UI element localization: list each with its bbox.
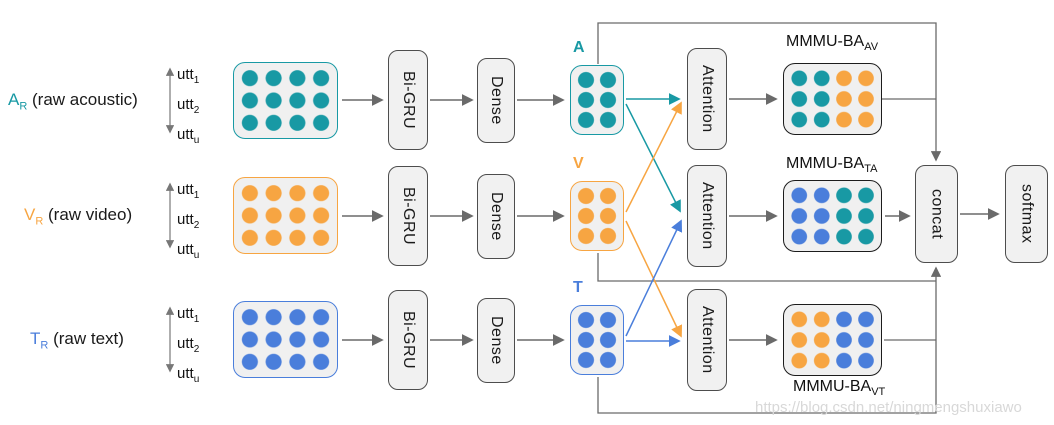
dense-box-video: Dense <box>477 174 515 259</box>
bigru-box-text: Bi-GRU <box>388 290 428 390</box>
feature-matrix-text <box>570 305 624 375</box>
dot-grid <box>788 309 877 371</box>
attention-box-ta: Attention <box>687 165 727 267</box>
attention-label: Attention <box>699 182 716 250</box>
dot-grid <box>238 67 333 134</box>
row-label-text: TR (raw text) <box>30 329 124 351</box>
fusion-matrix-av <box>783 63 882 135</box>
input-matrix-acoustic <box>233 62 338 139</box>
row-label-acoustic: AR (raw acoustic) <box>8 90 138 112</box>
modality-symbol: V <box>24 205 36 224</box>
modality-symbol-sub: R <box>40 339 49 352</box>
pipeline-arrows <box>342 93 1000 346</box>
dot-grid <box>575 310 619 370</box>
dense-label: Dense <box>488 76 505 125</box>
dot-grid <box>788 68 877 130</box>
utt-item: utt1 <box>177 305 200 325</box>
fusion-label-vt: MMMU-BAVT <box>793 378 886 399</box>
fusion-matrix-vt <box>783 304 882 376</box>
watermark: https://blog.csdn.net/ningmengshuxiawo <box>755 399 1022 416</box>
utt-item: uttu <box>177 126 200 146</box>
modality-desc: (raw acoustic) <box>27 90 138 109</box>
fusion-label-ta: MMMU-BATA <box>786 155 878 176</box>
input-matrix-video <box>233 177 338 254</box>
attention-label: Attention <box>699 65 716 133</box>
utt-list-text: utt1 utt2 uttu <box>177 302 199 392</box>
feature-label-video: V <box>573 155 584 172</box>
modality-desc: (raw text) <box>48 329 124 348</box>
feature-matrix-video <box>570 181 624 251</box>
attention-label: Attention <box>699 306 716 374</box>
dot-grid <box>575 70 619 130</box>
feature-label-text: T <box>573 279 583 296</box>
bigru-box-video: Bi-GRU <box>388 166 428 266</box>
modality-symbol: T <box>30 329 41 348</box>
utt-item: utt2 <box>177 335 200 355</box>
modality-desc: (raw video) <box>43 205 133 224</box>
utt-list-video: utt1 utt2 uttu <box>177 178 199 268</box>
skip-routing-lines <box>597 22 942 414</box>
concat-box: concat <box>915 165 958 263</box>
bigru-label: Bi-GRU <box>400 186 417 246</box>
input-matrix-text <box>233 301 338 378</box>
utt-item: utt1 <box>177 181 200 201</box>
attention-box-av: Attention <box>687 48 727 150</box>
modality-symbol: A <box>8 90 20 109</box>
bigru-box-acoustic: Bi-GRU <box>388 50 428 150</box>
modality-symbol-sub: R <box>19 100 28 113</box>
modality-symbol-sub: R <box>35 215 44 228</box>
dot-grid <box>238 182 333 249</box>
utt-list-acoustic: utt1 utt2 uttu <box>177 63 199 153</box>
softmax-label: softmax <box>1018 184 1036 244</box>
dot-grid <box>575 186 619 246</box>
fusion-matrix-ta <box>783 180 882 252</box>
utt-item: utt2 <box>177 96 200 116</box>
utt-item: uttu <box>177 365 200 385</box>
softmax-box: softmax <box>1005 165 1048 263</box>
dot-grid <box>238 306 333 373</box>
fusion-label-av: MMMU-BAAV <box>786 33 879 54</box>
bigru-label: Bi-GRU <box>400 310 417 370</box>
dense-label: Dense <box>488 316 505 365</box>
feature-label-acoustic: A <box>573 39 585 56</box>
row-label-video: VR (raw video) <box>24 205 132 227</box>
utt-item: utt2 <box>177 211 200 231</box>
feature-matrix-acoustic <box>570 65 624 135</box>
attention-box-vt: Attention <box>687 289 727 391</box>
cross-modal-arrows <box>625 93 683 347</box>
bigru-label: Bi-GRU <box>400 70 417 130</box>
utt-item: uttu <box>177 241 200 261</box>
utt-item: utt1 <box>177 66 200 86</box>
dense-box-acoustic: Dense <box>477 58 515 143</box>
concat-label: concat <box>928 188 946 240</box>
dense-label: Dense <box>488 192 505 241</box>
dense-box-text: Dense <box>477 298 515 383</box>
dot-grid <box>788 185 877 247</box>
